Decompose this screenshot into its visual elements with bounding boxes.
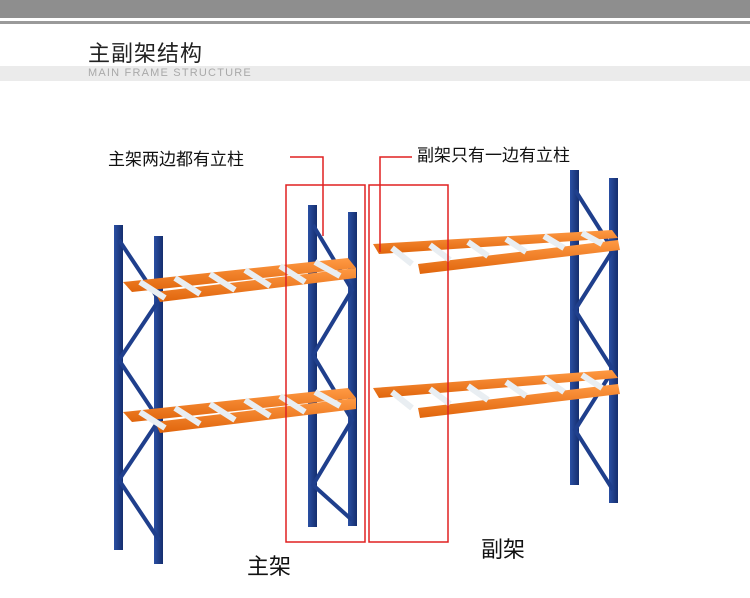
sub-lower-level (373, 370, 620, 418)
sub-frame-annotation: 副架只有一边有立柱 (417, 146, 570, 166)
sub-frame-rack (373, 170, 620, 503)
main-frame-highlight-box (285, 184, 366, 543)
main-left-upright-frame (114, 225, 163, 564)
main-frame-rack (114, 205, 357, 564)
main-frame-label: 主架 (247, 555, 292, 580)
sub-upper-level (373, 230, 620, 274)
sub-frame-highlight-box (368, 184, 449, 543)
main-frame-annotation: 主架两边都有立柱 (108, 150, 244, 170)
main-upper-level (123, 258, 356, 302)
sub-right-upright-frame (570, 170, 618, 503)
top-divider-line (0, 21, 750, 24)
sub-frame-leader-line (379, 156, 412, 252)
sub-frame-label: 副架 (481, 538, 526, 563)
section-title: 主副架结构 (88, 42, 204, 67)
section-subtitle: MAIN FRAME STRUCTURE (88, 67, 252, 79)
subtitle-band (0, 66, 750, 81)
top-banner-bar (0, 0, 750, 18)
main-right-upright-frame (308, 205, 357, 527)
main-lower-level (123, 388, 356, 433)
main-frame-leader-line (290, 156, 324, 236)
